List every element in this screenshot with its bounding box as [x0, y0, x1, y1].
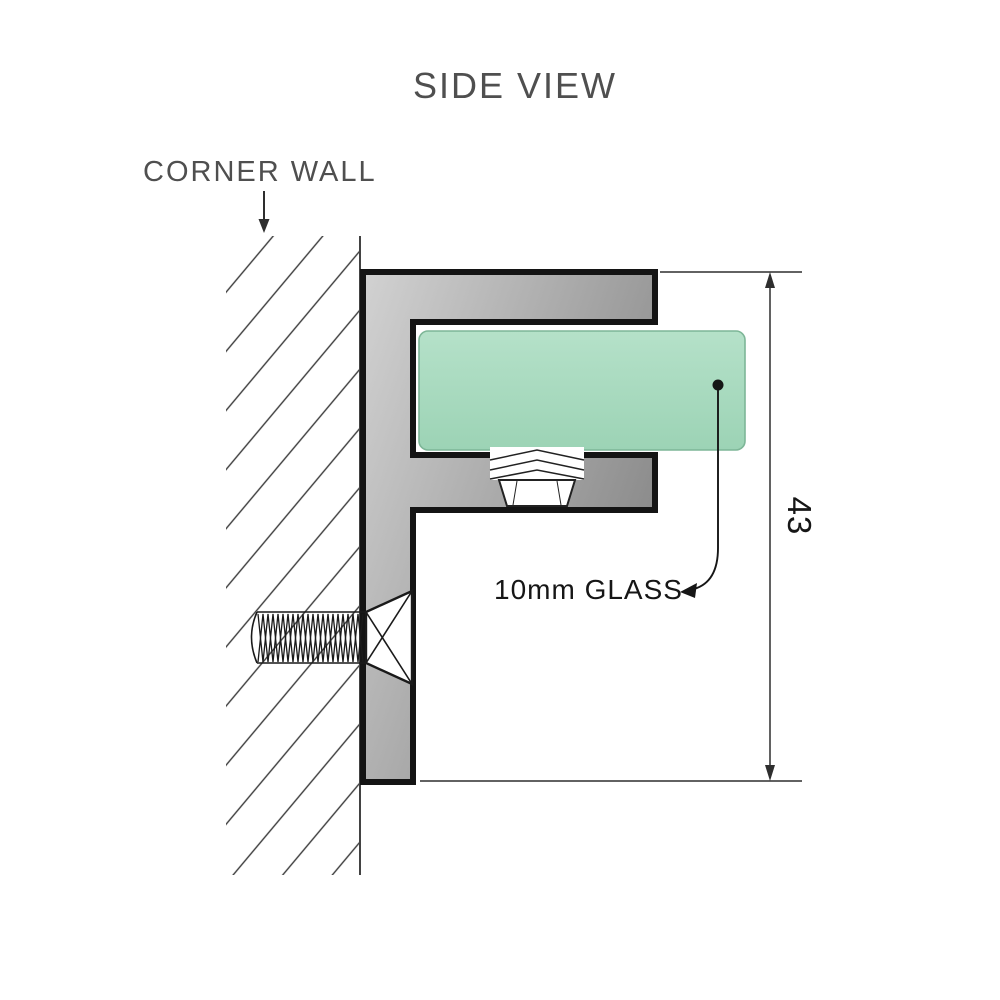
screw-tip	[250, 611, 258, 664]
glass-leader-line	[693, 390, 719, 590]
corner-wall-label: CORNER WALL	[143, 156, 377, 188]
gasket	[489, 447, 585, 507]
glass-leader-dot	[712, 379, 724, 391]
bracket-profile	[360, 269, 658, 785]
diagram-title: SIDE VIEW	[413, 65, 617, 106]
glass-panel	[418, 330, 746, 451]
gasket-cup	[497, 479, 577, 507]
glass-label: 10mm GLASS	[494, 574, 683, 605]
dimension-43: 43	[420, 271, 818, 782]
arrow-down-icon	[765, 765, 775, 781]
glass-leader	[680, 379, 724, 598]
screw	[250, 589, 414, 686]
dimension-label: 43	[781, 497, 818, 536]
arrow-left-icon	[680, 583, 697, 598]
wall-hatching	[226, 236, 359, 875]
arrow-up-icon	[765, 272, 775, 288]
arrow-down-icon	[258, 219, 270, 233]
corner-wall-arrow	[258, 191, 270, 233]
screw-thread	[257, 613, 364, 663]
